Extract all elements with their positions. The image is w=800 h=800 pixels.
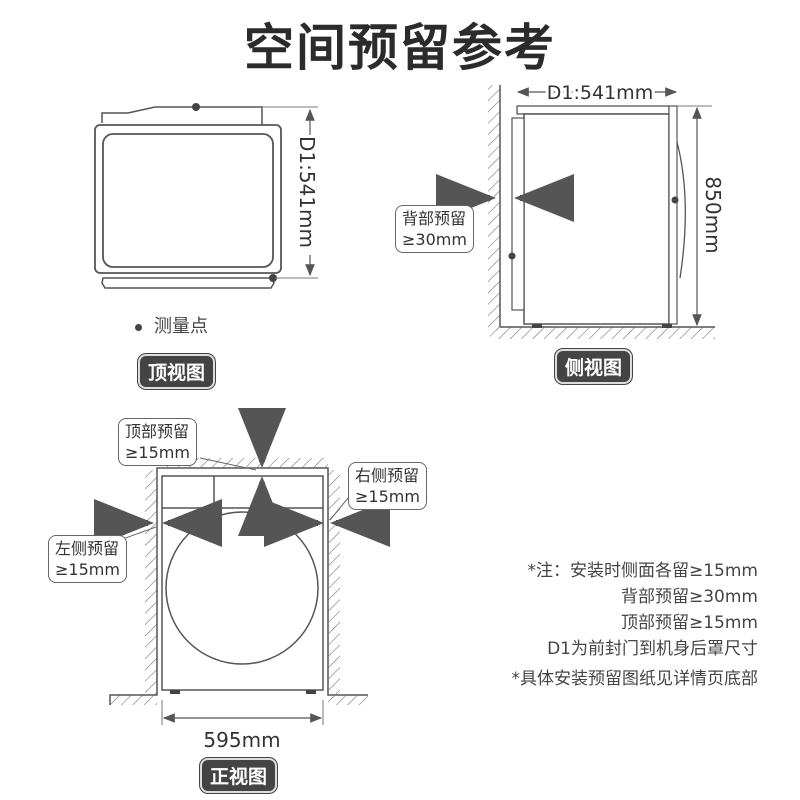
front-width-dimension: 595mm	[203, 728, 280, 752]
measure-point-icon	[508, 252, 516, 260]
svg-text:D1:541mm: D1:541mm	[547, 82, 653, 104]
top-view-label: 顶视图	[138, 354, 216, 389]
top-view-drawing	[94, 103, 318, 289]
installation-notes: *注：安装时侧面各留≥15mm 背部预留≥30mm 顶部预留≥15mm D1为前…	[511, 561, 759, 689]
measure-point-legend: 测量点	[135, 312, 208, 338]
measure-point-icon	[135, 323, 142, 331]
side-depth-dimension: D1:541mm	[547, 82, 653, 104]
measure-point-icon	[192, 103, 200, 111]
top-clearance-callout: 顶部预留 ≥15mm	[118, 418, 197, 466]
top-view-dimension: D1:541mm	[295, 136, 319, 248]
front-view-drawing	[94, 408, 390, 725]
left-clearance-callout: 左侧预留 ≥15mm	[48, 535, 127, 583]
measure-point-icon	[671, 196, 679, 204]
back-clearance-callout: 背部预留 ≥30mm	[395, 205, 474, 253]
right-clearance-callout: 右侧预留 ≥15mm	[348, 462, 427, 510]
side-view-label: 侧视图	[555, 349, 633, 384]
page-title: 空间预留参考	[244, 19, 556, 77]
front-view-label: 正视图	[200, 758, 278, 793]
side-view-drawing	[436, 85, 715, 339]
measure-point-icon	[269, 274, 277, 282]
side-height-dimension: 850mm	[701, 176, 725, 253]
